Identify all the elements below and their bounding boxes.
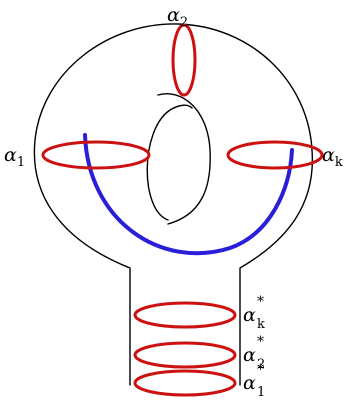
label-alpha-1-star: α * 1 (243, 362, 265, 400)
curve-alpha-2 (171, 23, 197, 97)
svg-text:α: α (243, 372, 256, 394)
label-alpha-2: α2 (167, 4, 188, 30)
svg-text:*: * (257, 334, 264, 350)
surface-outline (33, 23, 314, 386)
svg-text:2: 2 (257, 357, 265, 372)
blue-arc (83, 133, 294, 256)
svg-text:k: k (257, 317, 265, 332)
hole-left-arc (146, 104, 193, 221)
curve-alpha-2-star (133, 341, 237, 369)
curve-alpha-k-star (133, 301, 237, 329)
svg-text:1: 1 (257, 385, 265, 400)
label-alpha-1: α1 (4, 144, 25, 170)
hole-right-arc (157, 93, 211, 225)
svg-text:*: * (257, 294, 264, 310)
label-alpha-k-star: α * k (243, 294, 265, 332)
curve-alpha-k (226, 140, 324, 170)
svg-text:α: α (243, 344, 256, 366)
label-alpha-2-star: α * 2 (243, 334, 265, 372)
svg-text:α: α (243, 304, 256, 326)
label-alpha-k: αk (322, 144, 343, 170)
svg-text:*: * (257, 362, 264, 378)
curve-alpha-1-star (133, 369, 237, 397)
curve-alpha-1 (41, 140, 151, 170)
